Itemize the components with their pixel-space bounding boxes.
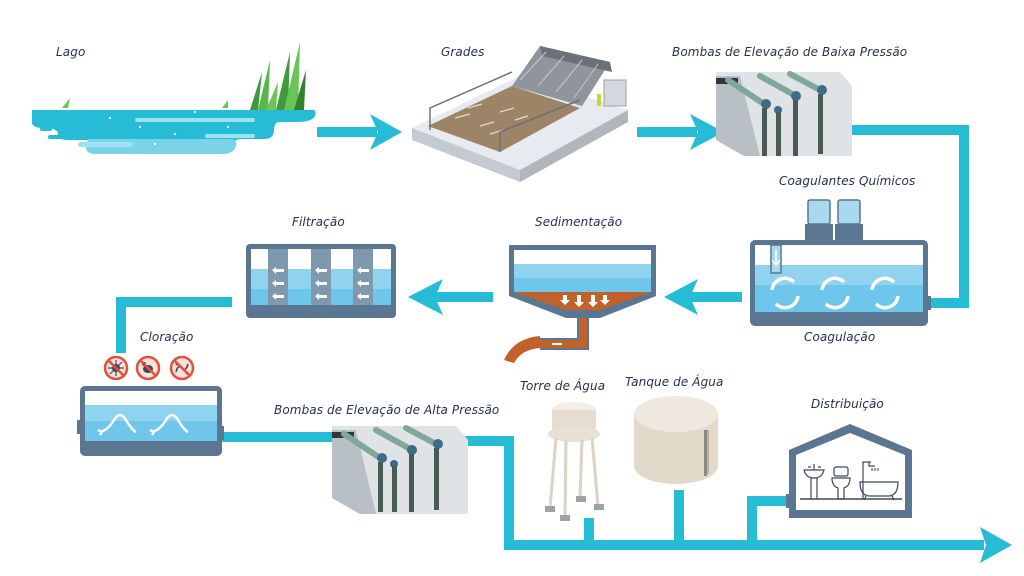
flow-icon <box>97 413 189 436</box>
label-filtration: Filtração <box>292 215 345 229</box>
bathtub-shower-icon <box>859 461 899 501</box>
water-tower-illustration <box>545 402 604 521</box>
label-sedimentation: Sedimentação <box>535 215 623 229</box>
label-lake: Lago <box>56 45 86 59</box>
coagulation-outlet <box>925 296 931 310</box>
label-chlorination: Cloração <box>140 330 194 344</box>
high-pressure-pumps-illustration <box>332 425 468 514</box>
label-coagulation: Coagulação <box>804 330 876 344</box>
label-water-tank: Tanque de Água <box>625 375 724 389</box>
chlorination-tank <box>80 386 222 456</box>
sedimentation-tank <box>504 245 656 363</box>
chlorination-targets <box>103 355 195 381</box>
label-high-pressure-pumps: Bombas de Elevação de Alta Pressão <box>274 403 500 417</box>
arrow-coagulation-to-sedimentation <box>664 279 742 315</box>
filtration-tank <box>246 244 396 318</box>
screens-illustration <box>412 46 628 182</box>
arrow-lake-to-screens <box>317 114 402 150</box>
pipe-filtration-to-chlorination <box>116 297 232 353</box>
bacteria-icon <box>135 355 161 381</box>
coagulation-tank <box>750 240 928 326</box>
house-inlet <box>786 494 791 508</box>
pipe-pumps-to-coagulation <box>852 125 969 308</box>
label-screens: Grades <box>441 45 485 59</box>
pipe-chlorination-to-distribution <box>222 432 1012 563</box>
label-low-pressure-pumps: Bombas de Elevação de Baixa Pressão <box>672 45 908 59</box>
low-pressure-pumps-illustration <box>716 71 852 156</box>
chlorination-inlet <box>77 420 82 434</box>
reeds-icon <box>62 42 306 110</box>
distribution-house <box>789 424 912 518</box>
label-water-tower: Torre de Água <box>520 379 606 393</box>
parasite-icon <box>169 355 195 381</box>
label-chemical-coagulants: Coagulantes Químicos <box>779 174 916 188</box>
mixing-icon <box>770 276 900 310</box>
chlorination-outlet <box>218 426 224 440</box>
virus-icon <box>103 355 129 381</box>
arrow-sedimentation-to-filtration <box>408 279 493 315</box>
water-tank-illustration <box>634 396 718 484</box>
toilet-icon <box>831 466 851 500</box>
arrow-screens-to-pumps <box>637 114 724 150</box>
lake-illustration <box>31 42 316 154</box>
sink-icon <box>803 464 825 499</box>
label-distribution: Distribuição <box>811 397 884 411</box>
pipes <box>116 114 1012 563</box>
